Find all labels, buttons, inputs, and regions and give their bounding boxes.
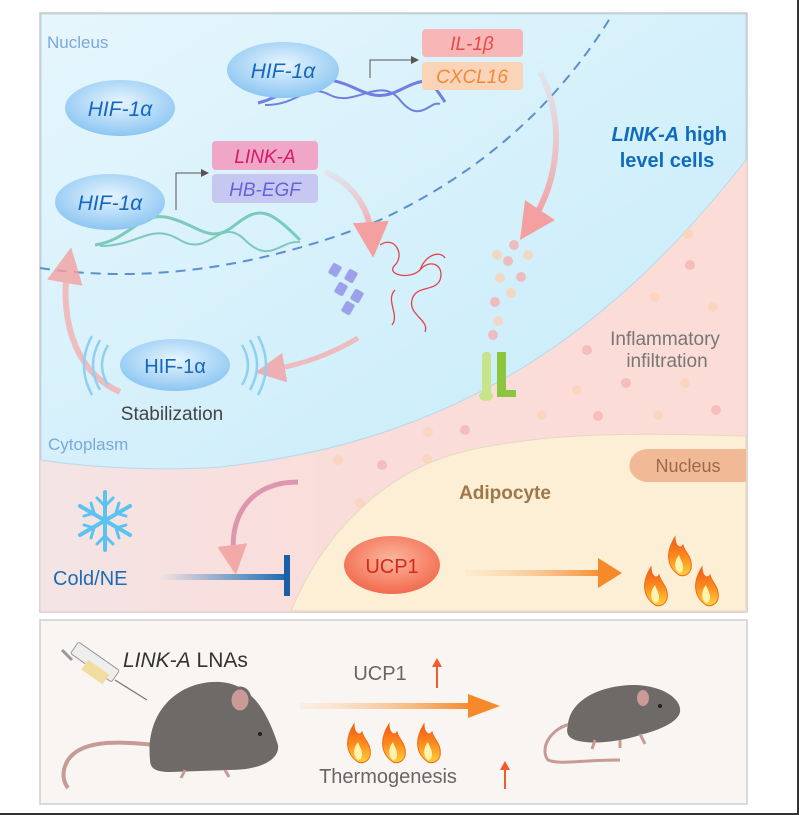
- svg-text:CXCL16: CXCL16: [436, 67, 508, 88]
- thermogenesis-arrow: [465, 558, 622, 588]
- ucp1-up-label: UCP1: [353, 663, 406, 685]
- hif-1a-protein: HIF-1α: [65, 80, 175, 136]
- snowflake-icon: [78, 490, 132, 552]
- mouse-small-icon: [543, 685, 681, 764]
- svg-text:Nucleus: Nucleus: [655, 456, 720, 476]
- svg-text:HIF-1α: HIF-1α: [88, 98, 154, 121]
- hif-1a-protein: HIF-1α: [227, 42, 339, 98]
- gene-box-il1b: IL-1β: [422, 29, 523, 57]
- vibration-waves-icon: [82, 335, 268, 396]
- receptor-icon: [479, 352, 516, 401]
- cell-type-label: LINK-A high: [611, 124, 727, 146]
- hb-egf-protein-icon: [328, 263, 364, 315]
- inhibition-bar: [160, 555, 290, 596]
- svg-text:HB-EGF: HB-EGF: [229, 180, 302, 201]
- hif-1a-protein: HIF-1α: [55, 174, 165, 230]
- transcription-arrow: [369, 56, 419, 78]
- secreted-cytokines: [488, 240, 533, 340]
- top-panel: Nucleus Cytoplasm HIF-1α HIF-1α HIF-1α: [39, 12, 748, 613]
- bottom-panel: LINK-A LNAs UCP1 Thermogenesis: [39, 619, 748, 805]
- svg-text:HIF-1α: HIF-1α: [78, 192, 144, 215]
- svg-text:LINK-A: LINK-A: [234, 147, 295, 168]
- infiltration-label: infiltration: [626, 351, 707, 372]
- up-arrow-icon: [500, 761, 510, 789]
- treatment-label: LINK-A LNAs: [123, 649, 248, 672]
- process-arrow: [520, 70, 559, 240]
- svg-text:HIF-1α: HIF-1α: [251, 60, 317, 83]
- mouse-large-icon: [61, 681, 279, 790]
- cell-type-label-line2: level cells: [620, 150, 715, 172]
- svg-text:UCP1: UCP1: [365, 556, 418, 578]
- adipocyte-label: Adipocyte: [459, 483, 551, 504]
- adipocyte-nucleus: Nucleus: [629, 449, 746, 482]
- svg-text:IL-1β: IL-1β: [450, 34, 494, 55]
- process-arrow: [323, 169, 389, 258]
- cytoplasm-label: Cytoplasm: [48, 435, 128, 454]
- nucleus-label: Nucleus: [47, 33, 108, 52]
- nuclear-envelope: [39, 14, 613, 275]
- gene-box-link-a: LINK-A: [212, 141, 318, 170]
- gene-box-hb-egf: HB-EGF: [212, 174, 318, 203]
- ucp1-protein: UCP1: [344, 536, 440, 594]
- inflammatory-label: Inflammatory: [610, 329, 720, 350]
- stabilized-hif-1a: HIF-1α: [82, 335, 268, 396]
- thermogenesis-label: Thermogenesis: [319, 766, 457, 788]
- svg-text:HIF-1α: HIF-1α: [144, 356, 206, 378]
- cytokine-dots: [333, 229, 721, 508]
- link-a-rna-icon: [379, 241, 446, 333]
- syringe-icon: [60, 642, 148, 701]
- cold-ne-label: Cold/NE: [53, 568, 127, 590]
- up-arrow-icon: [432, 658, 442, 688]
- inhibition-arrow: [217, 479, 299, 575]
- treatment-effect-arrow: [300, 694, 500, 718]
- process-arrow: [255, 335, 360, 383]
- transcription-arrow: [175, 169, 209, 210]
- gene-box-cxcl16: CXCL16: [422, 62, 523, 90]
- stabilization-label: Stabilization: [121, 404, 223, 425]
- process-arrow: [47, 247, 122, 395]
